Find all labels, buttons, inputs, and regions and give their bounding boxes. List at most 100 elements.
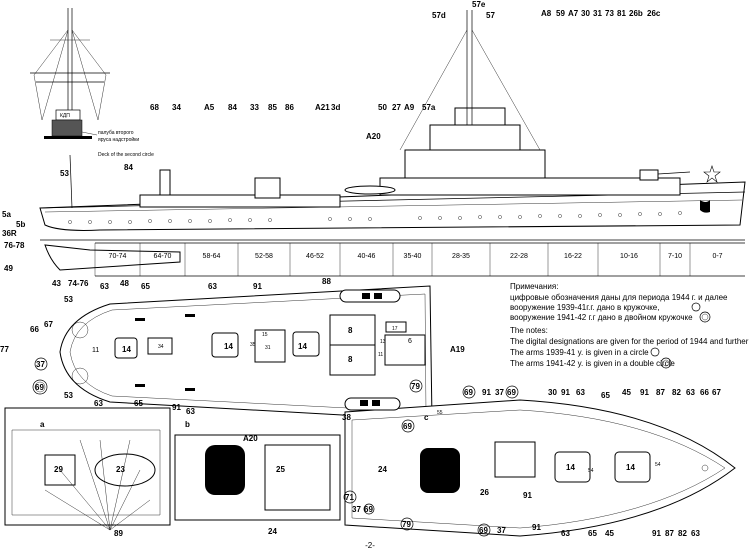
callout-45-a: 45 xyxy=(622,388,631,397)
callout-76-78: 76-78 xyxy=(4,241,25,250)
callout-57a: 57a xyxy=(422,103,436,112)
plan-label-31: 31 xyxy=(265,345,271,351)
callout-74-76: 74-76 xyxy=(68,279,89,288)
notes-line3-ru: вооружение 1941-42 г.г дано в двойном кр… xyxy=(510,313,693,322)
callout-26b: 26b xyxy=(629,9,643,18)
plan-label-6: 6 xyxy=(408,338,412,345)
bottom-callouts: a b c 29 23 25 A20 24 89 79 79 38 69 69 … xyxy=(40,379,721,538)
side-profile-view xyxy=(39,10,746,271)
callout-24: 24 xyxy=(268,527,277,536)
callout-A7: A7 xyxy=(568,9,579,18)
callout-63-c: 63 xyxy=(561,529,570,538)
callout-34: 34 xyxy=(172,103,181,112)
callout-65-a: 65 xyxy=(601,391,610,400)
callout-59: 59 xyxy=(556,9,565,18)
frame-label: 40-46 xyxy=(358,253,376,260)
callout-91-d: 91 xyxy=(532,523,541,532)
plan-callout-63-a: 63 xyxy=(100,282,109,291)
callout-82-b: 82 xyxy=(678,529,687,538)
callout-37-c: 37 xyxy=(352,505,361,514)
plan-callout-88: 88 xyxy=(322,277,331,286)
callout-91-b: 91 xyxy=(561,388,570,397)
callout-63-b: 63 xyxy=(686,388,695,397)
panel-label-a: a xyxy=(40,420,45,429)
callout-55: 55 xyxy=(437,410,443,416)
panel-label-b: b xyxy=(185,420,190,429)
callout-91-e: 91 xyxy=(652,529,661,538)
plan-numbers: 11 14 34 14 31 15 14 8 8 17 6 13 35 11 xyxy=(92,326,412,364)
callout-65-b: 65 xyxy=(588,529,597,538)
detail-panel-a xyxy=(4,407,171,531)
panel-label-c: c xyxy=(424,413,429,422)
callout-A20: A20 xyxy=(366,132,381,141)
portholes xyxy=(68,211,682,224)
callout-49: 49 xyxy=(4,264,13,273)
plan-label-34: 34 xyxy=(158,344,164,350)
callout-68: 68 xyxy=(150,103,159,112)
callout-A8: A8 xyxy=(541,9,552,18)
callout-85: 85 xyxy=(268,103,277,112)
plan-callout-65-a: 65 xyxy=(141,282,150,291)
callout-53: 53 xyxy=(60,169,69,178)
callout-24-b: 24 xyxy=(378,465,387,474)
plan-label-11-b: 11 xyxy=(378,352,383,358)
plan-label-13: 13 xyxy=(380,339,386,345)
plan-callout-63-b: 63 xyxy=(208,282,217,291)
callout-91-f: 91 xyxy=(523,491,532,500)
frame-label: 22-28 xyxy=(510,253,528,260)
frame-label: 46-52 xyxy=(306,253,324,260)
callout-89: 89 xyxy=(114,529,123,538)
detail-panel-b xyxy=(174,434,341,521)
callout-87-b: 87 xyxy=(665,529,674,538)
plan-callout-67: 67 xyxy=(44,320,53,329)
plan-callout-91-b: 91 xyxy=(172,403,181,412)
callout-69-d: 69 xyxy=(479,526,488,535)
plan-callout-53-top: 53 xyxy=(64,295,73,304)
detail-panel-c xyxy=(344,397,736,537)
plan-callout-63-d: 63 xyxy=(186,407,195,416)
callout-23: 23 xyxy=(116,465,125,474)
plan-callout-66: 66 xyxy=(30,325,39,334)
callout-91-c: 91 xyxy=(640,388,649,397)
callout-86: 86 xyxy=(285,103,294,112)
deck-label-en: Deck of the second circle xyxy=(98,152,154,158)
plan-callout-91-a: 91 xyxy=(253,282,262,291)
callout-91-a: 91 xyxy=(482,388,491,397)
callout-57d: 57d xyxy=(432,11,446,20)
plan-callout-65-b: 65 xyxy=(134,399,143,408)
frame-label: 58-64 xyxy=(203,253,221,260)
callout-43: 43 xyxy=(52,279,61,288)
callout-A9: A9 xyxy=(404,103,415,112)
callout-37-b: 37 xyxy=(497,526,506,535)
callout-48: 48 xyxy=(120,279,129,288)
callout-69-a: 69 xyxy=(403,422,412,431)
callout-81: 81 xyxy=(617,9,626,18)
plan-callout-69: 69 xyxy=(35,383,44,392)
notes-block: Примечания: цифровые обозначения даны дл… xyxy=(510,282,749,369)
callout-50: 50 xyxy=(378,103,387,112)
callout-84-top: 84 xyxy=(228,103,237,112)
plan-callout-37: 37 xyxy=(36,360,45,369)
plan-label-14-c: 14 xyxy=(298,342,307,351)
callout-37-a: 37 xyxy=(495,388,504,397)
frame-label: 16-22 xyxy=(564,253,582,260)
callout-36R: 36R xyxy=(2,229,17,238)
mast-detail-inset: КДП палуба второго яруса надстройки Deck… xyxy=(30,8,154,158)
callout-5b: 5b xyxy=(16,220,25,229)
callout-A21: A21 xyxy=(315,103,330,112)
plan-label-8-a: 8 xyxy=(348,326,353,335)
callout-84: 84 xyxy=(124,163,133,172)
callout-29: 29 xyxy=(54,465,63,474)
callout-87-a: 87 xyxy=(656,388,665,397)
callout-33: 33 xyxy=(250,103,259,112)
callout-57e: 57e xyxy=(472,0,486,9)
frame-label: 7-10 xyxy=(668,253,682,260)
deck-label-ru-2: яруса надстройки xyxy=(98,136,139,143)
callout-69-c: 69 xyxy=(507,388,516,397)
profile-callouts: 57d 57e 57 A8 59 A7 30 31 73 81 26b 26c … xyxy=(2,0,661,288)
plan-label-14-a: 14 xyxy=(122,345,131,354)
callout-54-a: 54 xyxy=(588,468,594,474)
callout-66-b: 66 xyxy=(700,388,709,397)
plan-label-11: 11 xyxy=(92,347,99,354)
